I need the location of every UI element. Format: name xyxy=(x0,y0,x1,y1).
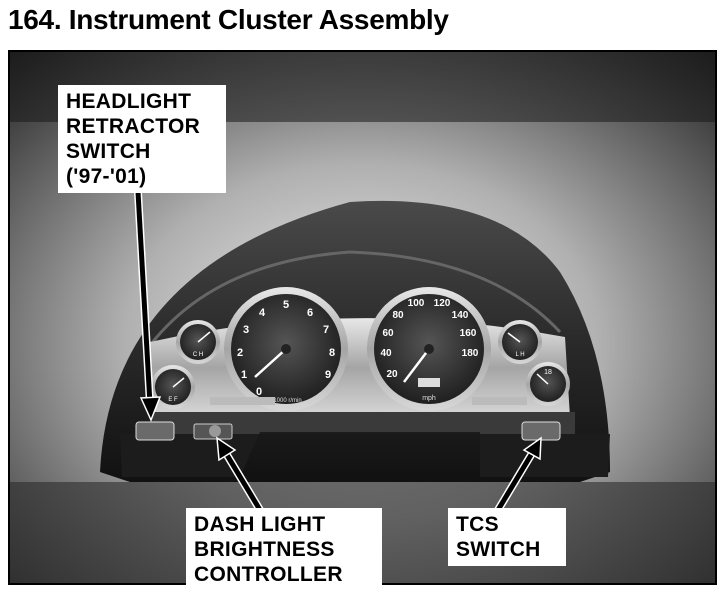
speed-num-60: 60 xyxy=(382,328,394,339)
gauge-left-bottom-label: E F xyxy=(168,397,178,403)
tach-readout: x1000 r/min xyxy=(270,398,301,404)
headlight-retractor-switch xyxy=(135,421,175,441)
speed-num-160: 160 xyxy=(460,328,477,339)
tcs-switch-label: TCS SWITCH xyxy=(448,508,566,566)
left-small-gauges: C H E F xyxy=(151,320,220,409)
speed-needle xyxy=(403,348,430,383)
tach-num-0: 0 xyxy=(256,386,262,398)
dash-light-brightness-controller-label: DASH LIGHT BRIGHTNESS CONTROLLER xyxy=(186,508,382,591)
dash-light-brightness-controller xyxy=(193,423,233,440)
gauge-right-top-label: L H xyxy=(515,352,524,358)
lower-bezel xyxy=(120,397,610,477)
speed-num-20: 20 xyxy=(386,369,398,380)
speed-num-40: 40 xyxy=(380,348,392,359)
speed-unit: mph xyxy=(422,395,436,402)
headlight-retractor-switch-label: HEADLIGHT RETRACTOR SWITCH ('97-'01) xyxy=(58,85,226,193)
tach-num-7: 7 xyxy=(323,324,329,336)
speed-num-120: 120 xyxy=(434,298,451,309)
tach-num-9: 9 xyxy=(325,369,331,381)
tach-needle xyxy=(254,348,287,378)
right-small-gauges: L H 18 xyxy=(498,320,570,406)
tachometer-gauge: 0 1 2 3 4 5 6 7 8 9 x1000 r/min xyxy=(224,287,348,411)
tach-num-3: 3 xyxy=(243,324,249,336)
tach-num-8: 8 xyxy=(329,347,335,359)
speedometer-gauge: 20 40 60 80 100 120 140 160 180 mph xyxy=(367,287,491,411)
gauge-left-top-label: C H xyxy=(193,352,203,358)
odometer-display xyxy=(418,378,440,387)
callout-arrows xyxy=(134,191,538,513)
tach-num-5: 5 xyxy=(283,299,289,311)
speed-num-100: 100 xyxy=(408,298,425,309)
tach-num-1: 1 xyxy=(241,369,247,381)
speed-num-80: 80 xyxy=(392,310,404,321)
tach-num-2: 2 xyxy=(237,347,243,359)
speed-num-180: 180 xyxy=(462,348,479,359)
gauge-right-bottom-label: 18 xyxy=(544,369,552,376)
tach-num-4: 4 xyxy=(259,307,266,319)
speed-num-140: 140 xyxy=(452,310,469,321)
tach-num-6: 6 xyxy=(307,307,313,319)
page-title: 164. Instrument Cluster Assembly xyxy=(8,4,449,35)
arrowheads xyxy=(139,396,542,462)
